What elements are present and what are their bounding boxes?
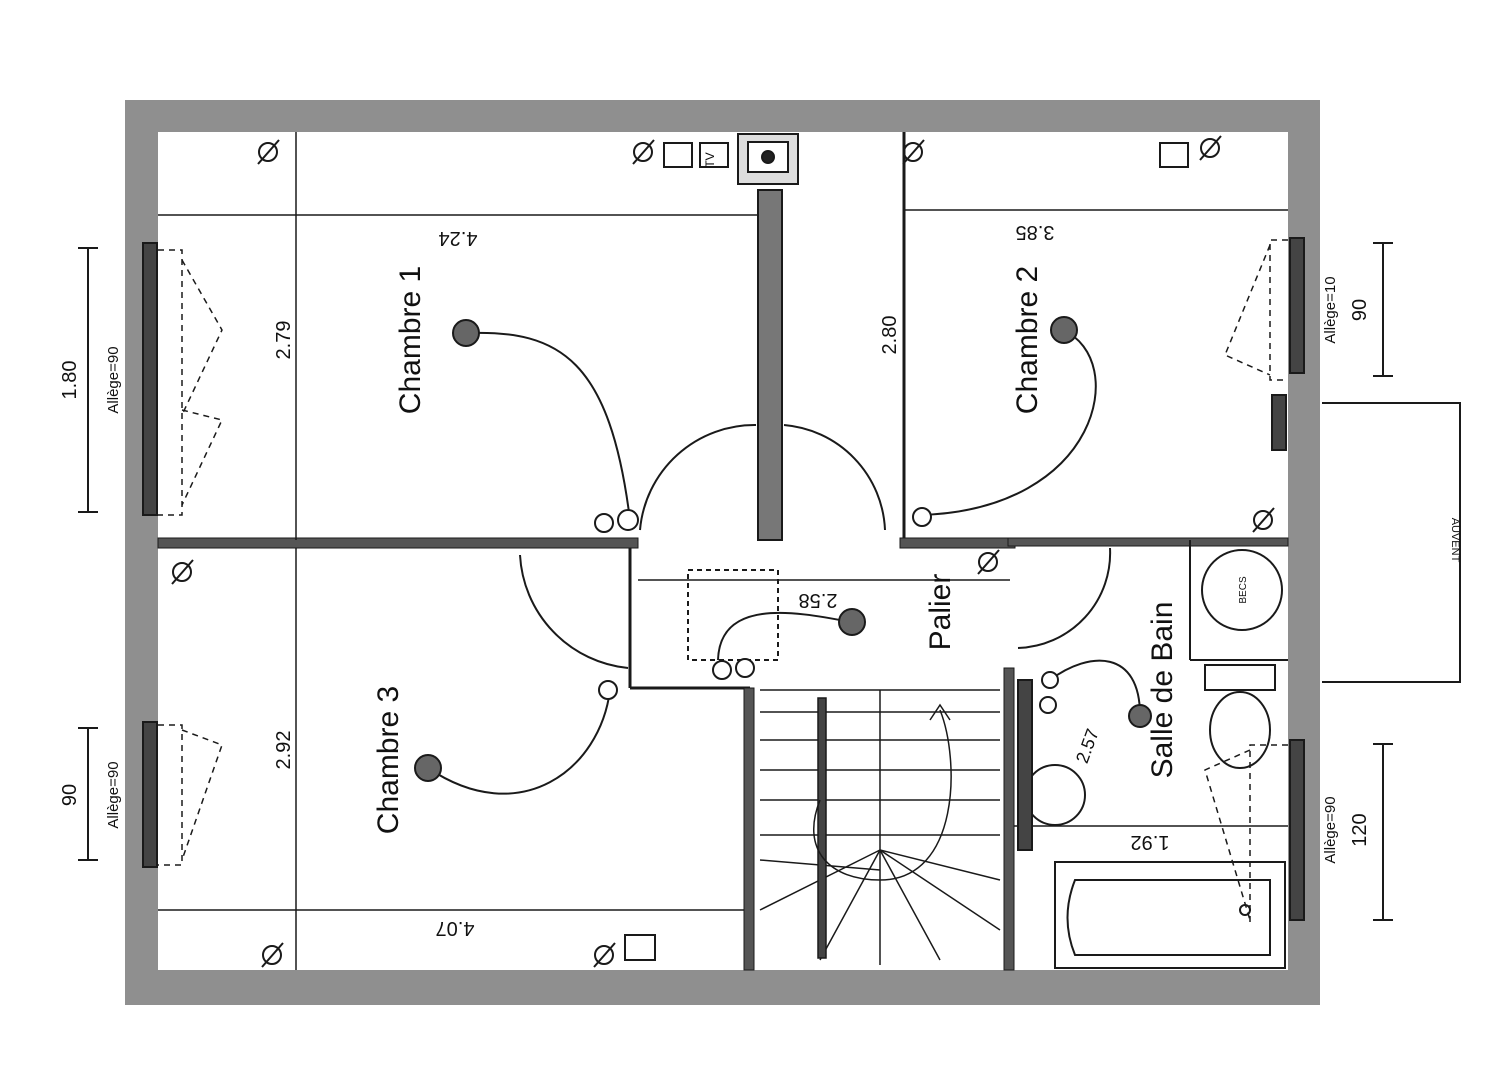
- ballon-label: BECS: [1238, 576, 1249, 604]
- window-dimensions: [78, 242, 1393, 921]
- dim-ch1-depth: 2.79: [273, 321, 295, 360]
- socket-symbols: [171, 135, 1275, 968]
- room-label-chambre1: Chambre 1: [394, 266, 427, 414]
- outer-walls: [125, 100, 1320, 1005]
- dim-sdb-width: 1.92: [1131, 831, 1170, 853]
- window-right-bottom-allege: Allège=90: [1322, 796, 1339, 863]
- tv-label: TV: [703, 152, 717, 167]
- dimension-lines: [158, 132, 1288, 970]
- dim-ch3-width: 4.07: [436, 917, 475, 939]
- outlet-boxes: [624, 133, 1189, 961]
- switches: [594, 507, 1059, 714]
- dim-ch3-depth: 2.92: [273, 731, 295, 770]
- staircase: [759, 689, 1001, 965]
- light-points: [414, 316, 1152, 782]
- window-right-top-width: 90: [1349, 299, 1371, 321]
- door-swings: [519, 423, 1112, 669]
- window-right-bottom-width: 120: [1349, 813, 1371, 846]
- dim-ch2-depth: 2.80: [879, 316, 901, 355]
- room-label-salle-de-bain: Salle de Bain: [1146, 602, 1179, 779]
- auvent: [1322, 402, 1461, 683]
- dim-ch1-width: 4.24: [439, 227, 478, 249]
- room-label-chambre2: Chambre 2: [1011, 266, 1044, 414]
- auvent-label: AUVENT: [1449, 518, 1461, 563]
- window-left-bottom-allege: Allège=90: [105, 761, 122, 828]
- room-label-chambre3: Chambre 3: [372, 686, 405, 834]
- dim-palier-width: 2.58: [799, 589, 838, 611]
- dim-ch2-width: 3.85: [1016, 221, 1055, 243]
- window-left-top-allege: Allège=90: [105, 346, 122, 413]
- window-left-bottom-width: 90: [59, 784, 81, 806]
- window-left-top-width: 1.80: [59, 361, 81, 400]
- room-label-palier: Palier: [924, 574, 957, 651]
- electrical-wiring: [427, 329, 1141, 795]
- bathroom-fixtures: [1017, 549, 1286, 969]
- interior-walls: [157, 132, 1289, 971]
- window-right-top-allege: Allège=10: [1322, 276, 1339, 343]
- window-swings: [158, 239, 1288, 925]
- windows: [142, 237, 1305, 921]
